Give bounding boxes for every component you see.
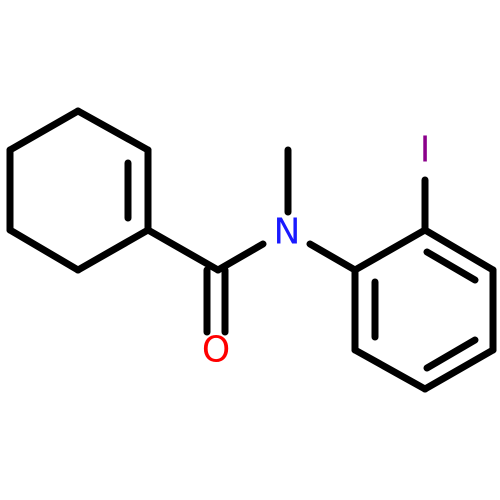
nitrogen-atom-label: N bbox=[274, 212, 301, 253]
bond-ring-carbonyl bbox=[144, 226, 222, 274]
bond-c4-c5 bbox=[74, 226, 152, 274]
iodine-atom-label: I bbox=[420, 130, 431, 171]
bond-c1-c2 bbox=[6, 107, 82, 154]
bond-c5-c6 bbox=[6, 226, 82, 274]
n-substituents bbox=[284, 146, 359, 274]
cyclohexene-ring bbox=[6, 107, 152, 274]
bond-a2-a3 bbox=[421, 226, 497, 274]
amide-group bbox=[144, 226, 267, 336]
iodophenyl-ring bbox=[351, 226, 497, 393]
bond-c2-c3 bbox=[74, 107, 152, 154]
bond-a1-a2 bbox=[351, 226, 429, 274]
bond-a5-a6 bbox=[351, 346, 429, 393]
bond-a4-a5 bbox=[421, 346, 497, 393]
bond-carbonyl-nitrogen bbox=[214, 240, 267, 274]
oxygen-atom-label: O bbox=[202, 330, 230, 371]
bond-nitrogen-aryl bbox=[306, 240, 359, 274]
bond-a4-a5-double bbox=[423, 336, 479, 372]
bond-a2-a3-double bbox=[423, 248, 479, 284]
